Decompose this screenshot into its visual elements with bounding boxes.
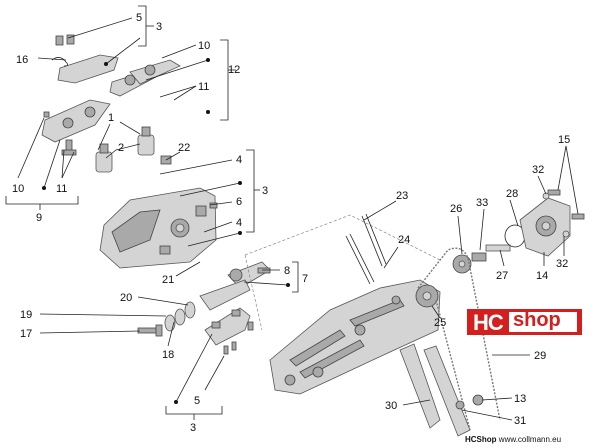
callout-9: 9: [36, 212, 42, 224]
callout-17: 17: [20, 328, 32, 340]
chain-tensioner-guide: [399, 343, 484, 437]
rocker-arm-group-upper: [51, 34, 181, 97]
callout-21: 21: [162, 274, 174, 286]
hcshop-logo: HC shop: [467, 309, 582, 335]
callout-3-top: 3: [156, 21, 162, 33]
callout-28: 28: [506, 188, 518, 200]
callout-24: 24: [398, 234, 410, 246]
water-pump-housing: [504, 189, 585, 257]
callout-29: 29: [534, 350, 546, 362]
callout-10-left: 10: [12, 183, 24, 195]
cylinder-head: [99, 187, 218, 269]
callout-10-top: 10: [198, 40, 210, 52]
callout-11-left: 11: [56, 183, 67, 195]
callout-15: 15: [558, 134, 570, 146]
callout-4-lower: 4: [236, 217, 242, 229]
callout-lines: [5, 5, 579, 421]
rocker-arm-group-lower: [41, 99, 111, 156]
callout-16: 16: [16, 54, 28, 66]
callout-30: 30: [385, 400, 397, 412]
callout-1: 1: [108, 112, 114, 124]
callout-3-mid: 3: [262, 185, 268, 197]
callout-31: 31: [514, 415, 526, 427]
footer-credit: HCShop www.collmann.eu: [465, 435, 561, 444]
callout-2: 2: [118, 142, 124, 154]
callout-11-top: 11: [198, 81, 209, 93]
camshaft-bolt-and-washers: [137, 301, 196, 337]
callout-8: 8: [284, 265, 290, 277]
timing-sprocket-camshaft: [415, 284, 439, 308]
logo-shop-text: shop: [513, 309, 561, 331]
callout-22: 22: [178, 142, 190, 154]
callout-numbers: 5 3 16 10 12 11 1 2 22 10 11 9 4 6 3 4 2…: [12, 12, 570, 434]
footer-brand: HCShop: [465, 435, 497, 444]
callout-20: 20: [120, 292, 132, 304]
callout-32-bottom: 32: [556, 258, 568, 270]
callout-32-top: 32: [532, 164, 544, 176]
callout-12: 12: [228, 64, 240, 76]
water-pump-gear: [452, 244, 511, 274]
callout-4-upper: 4: [236, 154, 242, 166]
callout-6: 6: [236, 196, 242, 208]
logo-hc-text: HC: [473, 310, 504, 335]
callout-26: 26: [450, 203, 462, 215]
callout-27: 27: [496, 270, 508, 282]
callout-25: 25: [434, 317, 446, 329]
callout-14: 14: [536, 270, 548, 282]
callout-33: 33: [476, 197, 488, 209]
logo-shop-background: [509, 312, 577, 332]
callout-5-top: 5: [136, 12, 142, 24]
tappet-group: [95, 126, 172, 173]
callout-23: 23: [396, 190, 408, 202]
footer-url: www.collmann.eu: [498, 435, 562, 444]
timing-chain: [417, 247, 501, 431]
callout-3-bottom: 3: [190, 422, 196, 434]
callout-13: 13: [514, 393, 526, 405]
callout-19: 19: [20, 309, 32, 321]
logo-url-text: www.collmann.eu: [518, 335, 550, 340]
callout-18: 18: [162, 349, 174, 361]
camshaft: [199, 261, 271, 311]
callout-5-bottom: 5: [194, 395, 200, 407]
head-studs: [345, 213, 387, 285]
camshaft-cap: [204, 307, 254, 355]
callout-7: 7: [302, 273, 308, 285]
crankcase-cover: [244, 214, 441, 395]
